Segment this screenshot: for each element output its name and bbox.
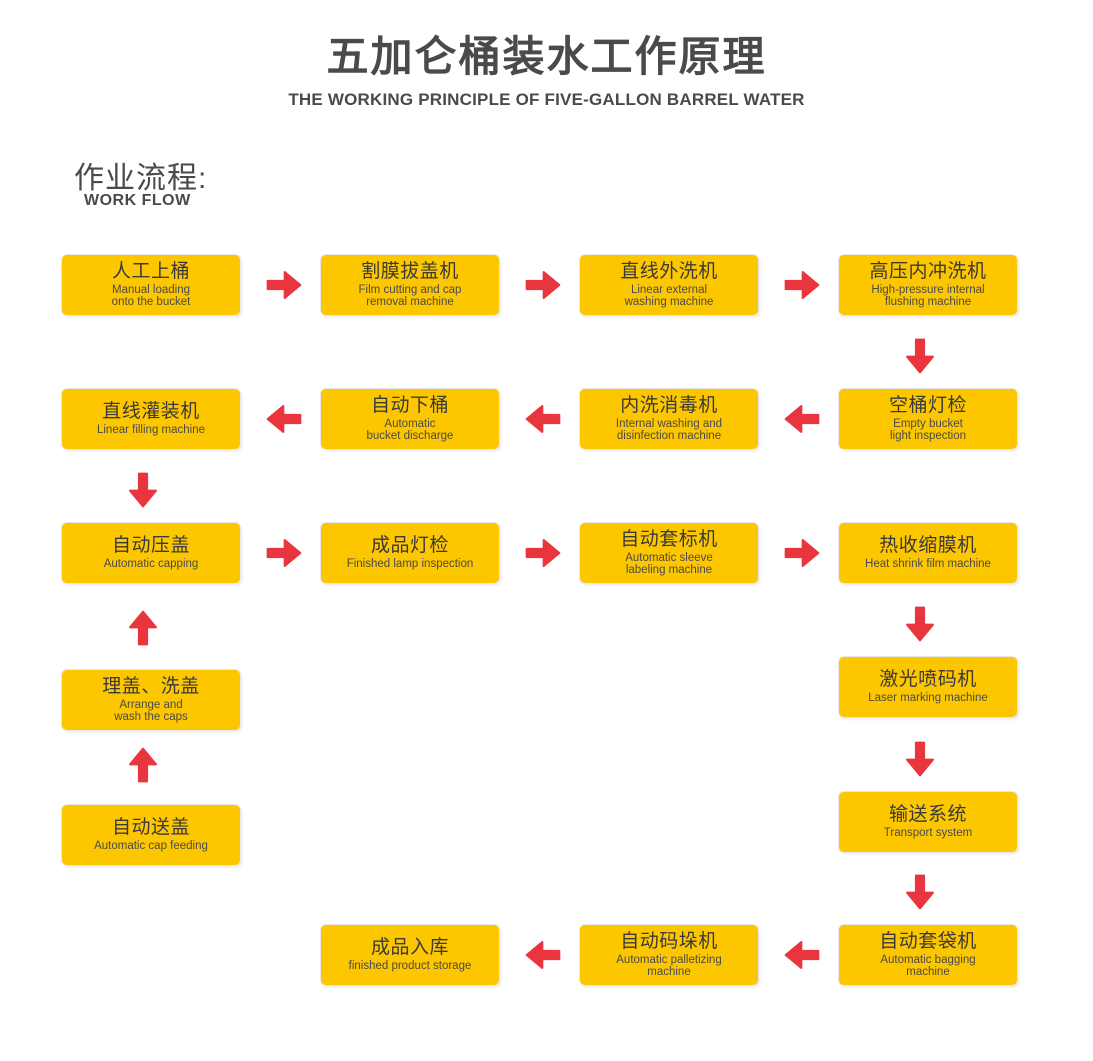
node-label-cn: 自动套袋机	[879, 930, 977, 952]
node-label-cn: 直线灌装机	[102, 401, 200, 423]
node-label-en: Arrange and wash the caps	[114, 698, 188, 724]
node-label-cn: 割膜拔盖机	[361, 260, 459, 282]
flow-arrow-up-icon	[126, 602, 160, 654]
node-label-en: Automatic palletizing machine	[616, 953, 722, 979]
node-label-en: Linear external washing machine	[624, 283, 714, 309]
node-label-en: Transport system	[883, 826, 973, 839]
flow-arrow-right-icon	[776, 268, 828, 302]
flow-arrow-down-icon	[903, 866, 937, 918]
node-label-cn: 激光喷码机	[879, 669, 977, 691]
node-label-en: Automatic capping	[103, 557, 199, 570]
node-label-cn: 自动压盖	[111, 535, 190, 557]
node-label-en: Heat shrink film machine	[865, 557, 991, 570]
flow-arrow-right-icon	[258, 268, 310, 302]
node-label-en: Automatic sleeve labeling machine	[625, 551, 713, 577]
node-label-cn: 直线外洗机	[620, 260, 718, 282]
node-label-en: finished product storage	[348, 959, 472, 972]
node-label-en: Empty bucket light inspection	[889, 417, 967, 443]
node-label-cn: 人工上桶	[111, 260, 190, 282]
flow-arrow-down-icon	[903, 598, 937, 650]
node-label-cn: 自动码垛机	[620, 930, 718, 952]
flow-arrow-right-icon	[517, 536, 569, 570]
node-label-cn: 自动套标机	[620, 528, 718, 550]
node-label-en: High-pressure internal flushing machine	[871, 283, 985, 309]
flow-arrow-down-icon	[126, 464, 160, 516]
flow-arrow-right-icon	[776, 536, 828, 570]
flow-arrow-right-icon	[517, 268, 569, 302]
node-label-cn: 理盖、洗盖	[102, 675, 200, 697]
page-title-en: THE WORKING PRINCIPLE OF FIVE-GALLON BAR…	[288, 90, 805, 109]
flow-arrow-down-icon	[903, 733, 937, 785]
node-label-cn: 成品灯检	[370, 535, 449, 557]
node-label-cn: 输送系统	[888, 804, 967, 826]
flow-arrow-left-icon	[258, 402, 310, 436]
node-label-cn: 热收缩膜机	[879, 535, 977, 557]
flow-arrow-left-icon	[776, 938, 828, 972]
node-label-en: Laser marking machine	[868, 691, 988, 704]
node-label-en: Linear filling machine	[96, 423, 206, 436]
node-label-cn: 自动送盖	[111, 817, 190, 839]
node-label-en: Automatic cap feeding	[94, 839, 208, 852]
node-label-en: Manual loading onto the bucket	[111, 283, 191, 309]
node-label-en: Finished lamp inspection	[346, 557, 474, 570]
node-label-cn: 成品入库	[370, 937, 449, 959]
flow-arrow-down-icon	[903, 330, 937, 382]
section-title-cn: 作业流程:	[74, 162, 208, 195]
flow-arrow-up-icon	[126, 739, 160, 791]
node-label-en: Film cutting and cap removal machine	[358, 283, 462, 309]
node-label-en: Automatic bagging machine	[880, 953, 976, 979]
node-label-en: Automatic bucket discharge	[366, 417, 454, 443]
flow-arrow-left-icon	[776, 402, 828, 436]
page-title-cn: 五加仑桶装水工作原理	[326, 33, 767, 80]
flow-arrow-left-icon	[517, 402, 569, 436]
node-label-cn: 高压内冲洗机	[869, 260, 987, 282]
flow-arrow-right-icon	[258, 536, 310, 570]
section-title-en: WORK FLOW	[84, 192, 191, 209]
node-label-cn: 内洗消毒机	[620, 394, 718, 416]
node-label-cn: 空桶灯检	[888, 394, 967, 416]
node-label-cn: 自动下桶	[370, 394, 449, 416]
flow-arrow-left-icon	[517, 938, 569, 972]
node-label-en: Internal washing and disinfection machin…	[615, 417, 723, 443]
